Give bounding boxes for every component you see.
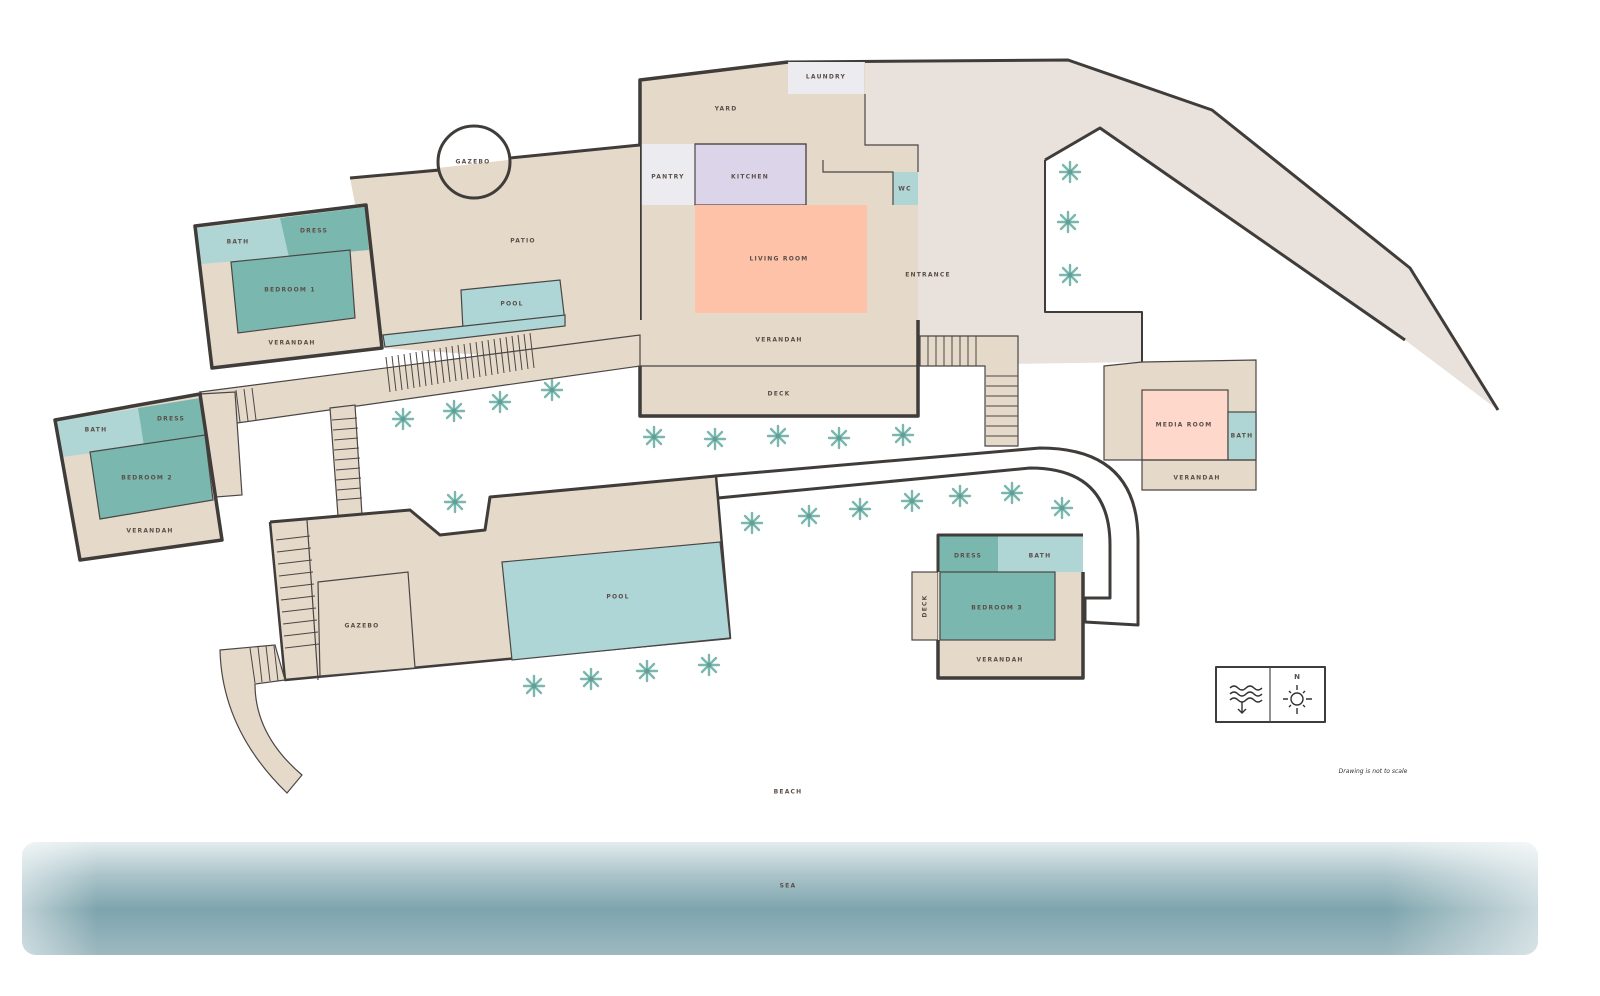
palm-tree-icon (848, 497, 872, 521)
north-label: N (1294, 673, 1300, 681)
room-labels: LAUNDRY YARD PANTRY KITCHEN WC LIVING RO… (85, 74, 1254, 890)
label-dress-3: DRESS (954, 553, 982, 560)
label-patio: PATIO (510, 238, 535, 245)
palm-tree-icon (891, 423, 915, 447)
label-gazebo-top: GAZEBO (456, 159, 491, 166)
label-media-room: MEDIA ROOM (1156, 422, 1213, 429)
palm-tree-icon (635, 659, 659, 683)
label-verandah-media: VERANDAH (1173, 475, 1220, 482)
palm-tree-icon (522, 674, 546, 698)
sea-direction-icon (1229, 685, 1263, 714)
palm-tree-icon (797, 504, 821, 528)
curved-walkway (713, 446, 1140, 627)
pool-edge (382, 314, 566, 348)
living-room (695, 205, 867, 313)
palm-tree-icon (900, 489, 924, 513)
dress-3 (938, 535, 998, 572)
palm-tree-icon (1050, 496, 1074, 520)
label-entrance: ENTRANCE (905, 272, 951, 279)
patio (350, 145, 640, 366)
bath-2 (57, 408, 144, 457)
palm-tree-icon (1000, 481, 1024, 505)
label-kitchen: KITCHEN (731, 174, 769, 181)
bedroom-2 (89, 434, 214, 520)
scale-note: Drawing is not to scale (1339, 768, 1408, 775)
gazebo-lower (317, 571, 416, 677)
palm-tree-icon (1058, 160, 1082, 184)
palm-tree-icon (948, 484, 972, 508)
palm-tree-icon (579, 667, 603, 691)
label-wc: WC (898, 186, 911, 193)
north-sun-compass-icon (1283, 685, 1312, 714)
label-deck-3: DECK (922, 595, 929, 618)
palm-tree-icon (1058, 263, 1082, 287)
bath-3 (998, 535, 1083, 572)
palm-tree-icon (540, 378, 564, 402)
legend: N (1215, 666, 1326, 723)
label-living-room: LIVING ROOM (750, 256, 809, 263)
label-beach: BEACH (774, 789, 803, 796)
label-verandah-main: VERANDAH (755, 337, 802, 344)
pool-large (501, 541, 731, 661)
label-gazebo-lower: GAZEBO (345, 623, 380, 630)
label-bath-media: BATH (1231, 433, 1254, 440)
dress-1 (280, 207, 369, 257)
label-laundry: LAUNDRY (806, 74, 846, 81)
stairs-walkway (227, 332, 535, 425)
palm-tree-icon (740, 511, 764, 535)
palm-tree-icon (443, 490, 467, 514)
label-bath-3: BATH (1029, 553, 1052, 560)
palm-tree-icon (442, 399, 466, 423)
label-yard: YARD (714, 106, 738, 113)
palm-tree-icon (488, 390, 512, 414)
label-pantry: PANTRY (651, 174, 684, 181)
label-bath-2: BATH (85, 427, 108, 434)
palm-tree-icon (697, 653, 721, 677)
label-verandah-1: VERANDAH (268, 340, 315, 347)
wc (893, 172, 918, 205)
gazebo-top (436, 124, 512, 200)
label-sea: SEA (780, 883, 797, 890)
laundry (788, 62, 864, 94)
label-verandah-3: VERANDAH (976, 657, 1023, 664)
dress-2 (138, 398, 206, 446)
palm-tree-icon (1056, 210, 1080, 234)
deck-stairs (919, 335, 1019, 447)
bedroom-1 (230, 249, 356, 334)
pantry (641, 144, 695, 205)
beach-path (219, 644, 303, 794)
label-bedroom-1: BEDROOM 1 (264, 287, 316, 294)
deck-3 (911, 571, 939, 641)
bath-media (1227, 411, 1257, 461)
label-deck-main: DECK (768, 391, 791, 398)
palm-tree-icon (827, 426, 851, 450)
media-room (1141, 389, 1229, 461)
label-bedroom-3: BEDROOM 3 (971, 605, 1023, 612)
palm-tree-icon (642, 425, 666, 449)
label-dress-1: DRESS (300, 228, 328, 235)
label-dress-2: DRESS (157, 416, 185, 423)
palm-tree-icon (391, 407, 415, 431)
bedroom-3 (939, 571, 1056, 641)
label-pool-large: POOL (606, 594, 629, 601)
driveway (865, 60, 1498, 410)
label-verandah-2: VERANDAH (126, 528, 173, 535)
palm-tree-icon (703, 427, 727, 451)
label-bath-1: BATH (227, 239, 250, 246)
label-bedroom-2: BEDROOM 2 (121, 475, 173, 482)
palm-tree-icon (766, 424, 790, 448)
label-pool-small: POOL (500, 301, 523, 308)
bath-1 (197, 218, 289, 264)
